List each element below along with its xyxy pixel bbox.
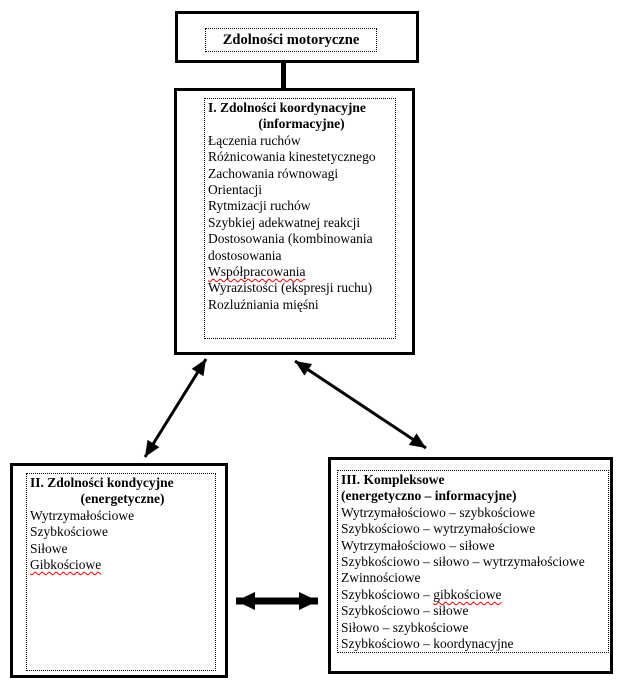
box-condition-inner-frame: II. Zdolności kondycyjne (energetyczne) … — [26, 473, 216, 671]
box-condition-subheading: (energetyczne) — [80, 491, 165, 507]
item-text: Szybkościowo – siłowo – wytrzymałościowe — [341, 554, 585, 570]
item-text: Siłowe — [30, 540, 68, 556]
box-condition-heading: II. Zdolności kondycyjne — [30, 475, 174, 490]
list-item: Wytrzymałościowo – siłowe — [341, 538, 608, 554]
item-text: Zwinnościowe — [341, 570, 421, 586]
item-text: Orientacji — [208, 182, 262, 198]
box-coordination-inner-frame: I. Zdolności koordynacyjne (informacyjne… — [204, 98, 396, 339]
list-item: Wytrzymałościowe — [30, 508, 215, 524]
list-item: Szybkościowo – gibkościowe — [341, 587, 608, 603]
list-item: Siłowe — [30, 541, 215, 557]
box-coordination-abilities: I. Zdolności koordynacyjne (informacyjne… — [174, 88, 415, 355]
list-item: Szybkościowo – siłowo – wytrzymałościowe — [341, 554, 608, 570]
item-text-misspelled: Gibkościowe — [30, 557, 102, 573]
item-text: Szybkościowo – siłowe — [341, 603, 469, 619]
item-text: Zachowania równowagi — [208, 165, 339, 181]
item-text: dostosowania — [208, 247, 282, 263]
list-item: Wytrzymałościowo – szybkościowe — [341, 505, 608, 521]
list-item: Różnicowania kinestetycznego — [208, 149, 395, 165]
box-condition-abilities: II. Zdolności kondycyjne (energetyczne) … — [10, 463, 228, 678]
list-item: Rytmizacji ruchów — [208, 198, 395, 214]
list-item: Siłowo – szybkościowe — [341, 620, 608, 636]
box-complex-inner-frame: III. Kompleksowe (energetyczno – informa… — [337, 470, 609, 653]
item-text: Wytrzymałościowo – siłowe — [341, 537, 495, 553]
item-text: Szybkiej adekwatnej reakcji — [208, 214, 361, 230]
arrow-coordination-condition — [143, 358, 208, 458]
list-item: Orientacji — [208, 182, 395, 198]
item-text: Szybkościowo – wytrzymałościowe — [341, 521, 536, 537]
list-item: Rozluźniania mięśni — [208, 297, 395, 313]
list-item: dostosowania — [208, 248, 395, 264]
item-text: Wytrzymałościowo – szybkościowe — [341, 504, 536, 520]
list-item: Szybkościowe — [30, 524, 215, 540]
item-text: Szybkościowo – koordynacyjne — [341, 636, 514, 652]
arrow-coordination-complex — [294, 359, 427, 450]
list-item: Dostosowania (kombinowania — [208, 231, 395, 247]
list-item: Gibkościowe — [30, 557, 215, 573]
item-text: Wytrzymałościowe — [30, 507, 135, 523]
item-text: Rozluźniania mięśni — [208, 296, 319, 312]
list-item: Wyrazistości (ekspresji ruchu) — [208, 280, 395, 296]
diagram-title: Zdolności motoryczne — [222, 31, 360, 48]
box-coordination-heading: I. Zdolności koordynacyjne — [208, 100, 366, 115]
box-complex-heading: III. Kompleksowe — [341, 472, 445, 487]
item-text: Szybkościowe — [30, 524, 108, 540]
top-box-motor-abilities: Zdolności motoryczne — [175, 11, 419, 63]
list-item: Łączenia ruchów — [208, 133, 395, 149]
item-text-misspelled: Współpracowania — [208, 264, 306, 280]
list-item: Szybkiej adekwatnej reakcji — [208, 215, 395, 231]
list-item: Zachowania równowagi — [208, 166, 395, 182]
item-text: Siłowo – szybkościowe — [341, 619, 469, 635]
box-coordination-subheading: (informacyjne) — [258, 116, 345, 132]
top-box-title-frame: Zdolności motoryczne — [205, 28, 377, 52]
list-item: Zwinnościowe — [341, 570, 608, 586]
list-item: Współpracowania — [208, 264, 395, 280]
list-item: Szybkościowo – wytrzymałościowe — [341, 521, 608, 537]
item-text: Wyrazistości (ekspresji ruchu) — [208, 280, 373, 296]
item-text: Dostosowania (kombinowania — [208, 231, 373, 247]
item-text: Różnicowania kinestetycznego — [208, 149, 376, 165]
box-complex-subheading: (energetyczno – informacyjne) — [341, 488, 517, 504]
item-text-misspelled: gibkościowe — [433, 586, 502, 602]
list-item: Szybkościowo – siłowe — [341, 603, 608, 619]
box-complex-abilities: III. Kompleksowe (energetyczno – informa… — [328, 457, 613, 674]
item-text: Rytmizacji ruchów — [208, 198, 311, 214]
item-text: Łączenia ruchów — [208, 132, 301, 148]
item-text: Szybkościowo – — [341, 586, 434, 602]
list-item: Szybkościowo – koordynacyjne — [341, 636, 608, 652]
